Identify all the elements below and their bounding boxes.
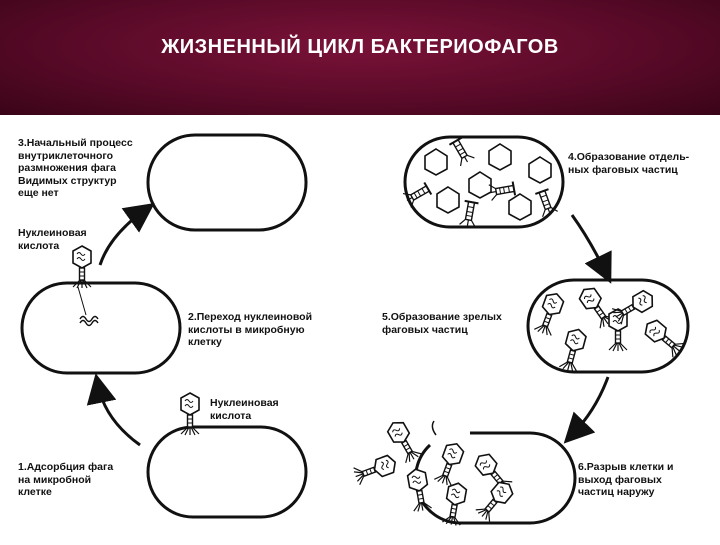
label-nucleic-acid-bottom: Нуклеиновая кислота bbox=[210, 397, 279, 422]
label-stage-6: 6.Разрыв клетки и выход фаговых частиц н… bbox=[578, 461, 674, 498]
cell-stage-3 bbox=[146, 133, 308, 232]
diagram-svg bbox=[20, 133, 690, 527]
label-stage-3: 3.Начальный процесс внутриклеточного раз… bbox=[18, 137, 133, 199]
phage-cycle-diagram: 3.Начальный процесс внутриклеточного раз… bbox=[0, 115, 720, 540]
label-nucleic-acid-left: Нуклеиновая кислота bbox=[18, 227, 87, 252]
label-stage-2: 2.Переход нуклеиновой кислоты в микробну… bbox=[188, 311, 313, 348]
cell-stage-4 bbox=[402, 135, 565, 229]
cell-stage-2 bbox=[20, 245, 182, 375]
cell-stage-5 bbox=[526, 278, 690, 374]
label-stage-1: 1.Адсорбция фага на микробной клетке bbox=[18, 461, 114, 498]
arrow-5-to-6 bbox=[563, 376, 610, 444]
arrow-1-to-2 bbox=[86, 373, 141, 447]
label-stage-5: 5.Образование зрелых фаговых частиц bbox=[382, 311, 502, 336]
title-banner: ЖИЗНЕННЫЙ ЦИКЛ БАКТЕРИОФАГОВ bbox=[0, 0, 720, 115]
label-stage-4: 4.Образование отдель- ных фаговых частиц bbox=[568, 151, 690, 176]
arrow-2-to-3 bbox=[98, 203, 155, 266]
cell-stage-6 bbox=[351, 417, 577, 527]
arrow-4-to-5 bbox=[570, 214, 612, 284]
page-title: ЖИЗНЕННЫЙ ЦИКЛ БАКТЕРИОФАГОВ bbox=[161, 36, 559, 58]
cell-stage-1 bbox=[146, 392, 308, 519]
